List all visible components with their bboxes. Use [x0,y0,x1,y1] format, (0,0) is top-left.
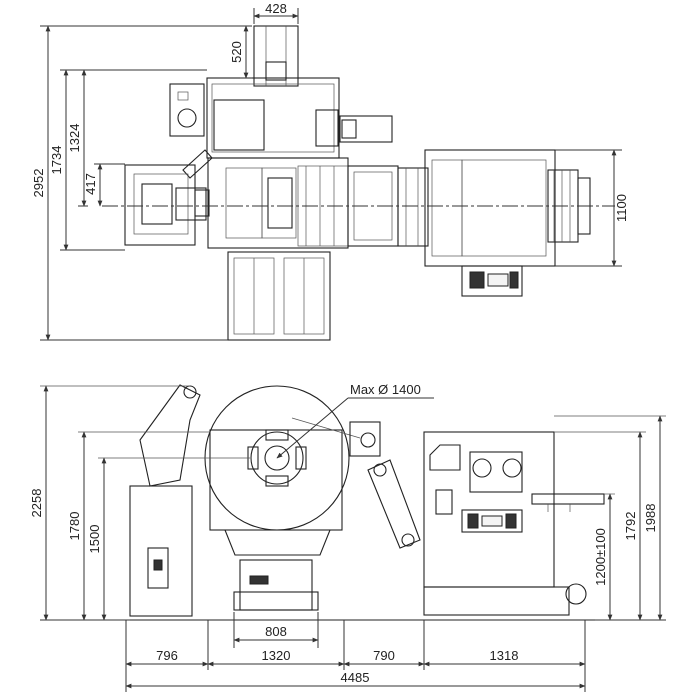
dim-808: 808 [265,624,287,639]
uncoiler-base [239,559,313,611]
dim-1734: 1734 [49,146,64,175]
leveler-feeder [424,149,556,267]
left-feeder [124,164,196,246]
bottom-stand [227,251,331,341]
control-panel [461,265,523,297]
dim-796: 796 [156,648,178,663]
motor-box [169,83,205,137]
dim-1324: 1324 [67,124,82,153]
dim-2258: 2258 [29,489,44,518]
dim-428: 428 [265,1,287,16]
dim-1200: 1200±100 [593,528,608,586]
dim-1320: 1320 [262,648,291,663]
uncoiler-body [209,429,343,531]
dim-1500: 1500 [87,525,102,554]
top-view: 428 520 2952 1734 1324 417 1100 [31,1,629,341]
dim-4485: 4485 [341,670,370,685]
dim-417: 417 [83,173,98,195]
left-stand [129,485,193,617]
callout-max-diameter: Max Ø 1400 [350,382,421,397]
dim-2952: 2952 [31,169,46,198]
dim-1318: 1318 [490,648,519,663]
dim-1100: 1100 [614,194,629,222]
top-stand [253,25,299,87]
straightener-body [207,157,349,249]
dim-520: 520 [229,41,244,63]
dim-790: 790 [373,648,395,663]
side-view: Max Ø 1400 2258 1780 1500 1988 1792 1200… [29,382,666,692]
dim-1792: 1792 [623,512,638,541]
dim-1988: 1988 [643,504,658,533]
dim-1780: 1780 [67,512,82,541]
